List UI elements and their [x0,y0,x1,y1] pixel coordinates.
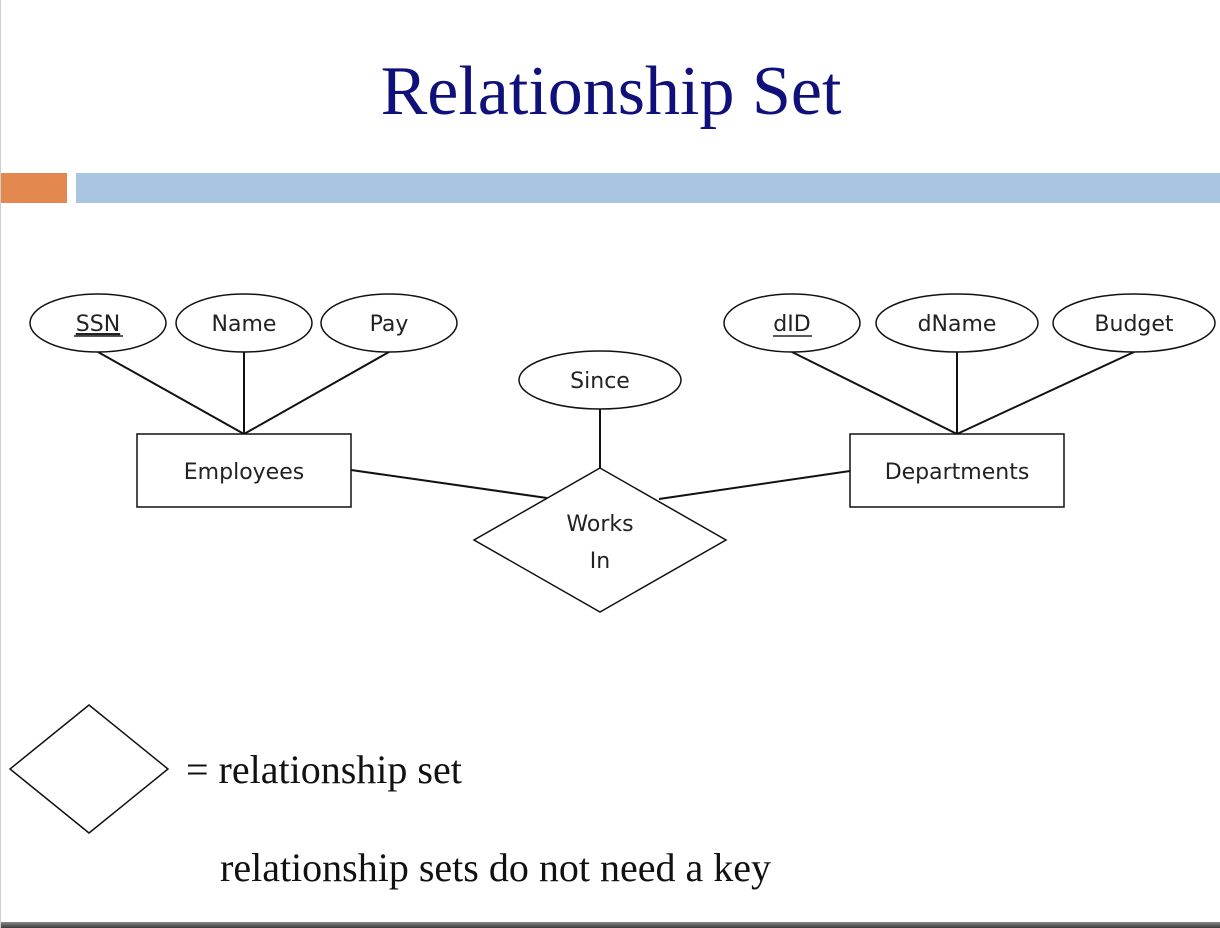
legend-diamond [8,704,170,834]
ssn-link [97,351,245,435]
attribute-pay-label: Pay [370,312,409,337]
relationship-label-line2: In [590,549,610,574]
attribute-name-ellipse [175,293,313,353]
attribute-since-ellipse [518,350,682,410]
legend-text: = relationship set [186,747,462,792]
relationship-works-in-diamond [472,467,728,613]
attribute-did-ellipse [723,293,861,353]
bottom-edge-bar [1,922,1220,928]
departments-relationship-link [658,470,851,500]
pay-link [243,351,390,435]
title-accent-bar [1,173,67,203]
attribute-pay-ellipse [320,293,458,353]
attribute-dname-label: dName [918,312,997,337]
entity-departments-box [849,433,1065,508]
entity-employees-label: Employees [184,460,304,485]
attribute-budget-label: Budget [1094,312,1174,337]
entity-departments-label: Departments [885,460,1030,485]
attribute-ssn-ellipse [29,293,167,353]
slide-title: Relationship Set [380,53,842,130]
title-underline-bar [76,173,1220,203]
attribute-ssn-label: SSN [76,312,120,337]
entity-employees-box [136,433,352,508]
employees-relationship-link [350,469,548,499]
attribute-since-label: Since [570,369,630,394]
attribute-dname-ellipse [875,293,1039,353]
note-text: relationship sets do not need a key [220,845,771,890]
budget-link [956,351,1135,435]
relationship-label-line1: Works [566,512,633,537]
did-link [791,351,958,435]
attribute-name-label: Name [212,312,277,337]
attribute-did-label: dID [773,312,810,337]
attribute-budget-ellipse [1052,293,1216,353]
